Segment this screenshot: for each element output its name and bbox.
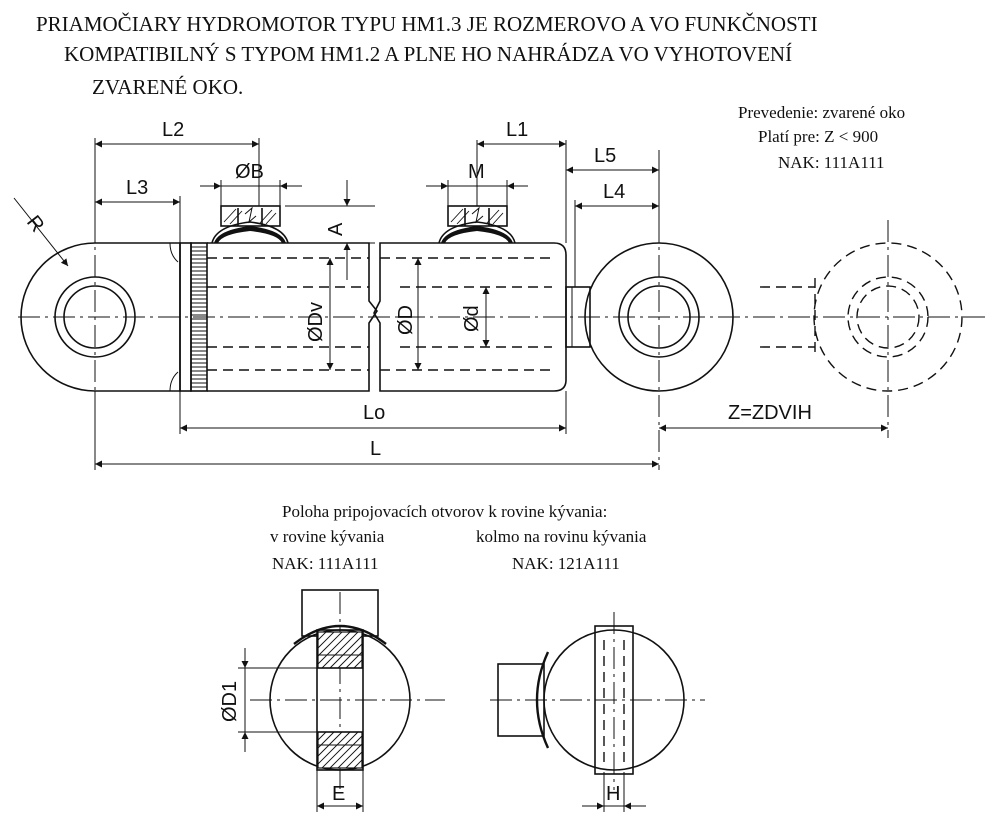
dim-D: ØD (395, 305, 417, 335)
dim-A: A (325, 222, 347, 236)
bushing-hatch-bottom (317, 731, 363, 769)
dim-M: M (468, 161, 485, 183)
rear-cap-knurl (190, 242, 208, 392)
rod-eye-bushing-inner (627, 285, 691, 349)
eye-view-in-plane: ØD1 E (219, 589, 445, 812)
hydraulic-port-right (438, 205, 516, 244)
info-line-3: NAK: 111A111 (778, 153, 885, 172)
dim-L4: L4 (603, 181, 625, 203)
barrel-right-part (373, 242, 567, 392)
dim-H: H (606, 783, 620, 805)
right-view-label: kolmo na rovinu kývania (476, 527, 647, 546)
left-eye-body (20, 242, 181, 392)
dim-Z: Z=ZDVIH (728, 402, 812, 424)
dim-L2: L2 (162, 119, 184, 141)
dim-L1: L1 (506, 119, 528, 141)
dim-L5: L5 (594, 145, 616, 167)
eye-view-perpendicular: H (490, 612, 705, 812)
radius-leader (13, 197, 69, 267)
bushing-hatch-top (317, 631, 363, 669)
info-line-1: Prevedenie: zvarené oko (738, 103, 905, 122)
dimensions-diameters: ØDv ØD Ød (305, 258, 490, 370)
bottom-heading: Poloha pripojovacích otvorov k rovine ký… (282, 502, 607, 521)
left-eye-weld-fillet-bottom (169, 371, 179, 392)
dim-d: Ød (461, 305, 483, 332)
right-view-code: NAK: 121A111 (512, 554, 620, 573)
dim-E: E (332, 783, 345, 805)
left-view-code: NAK: 111A111 (272, 554, 379, 573)
dimensions-bottom: Lo L Z=ZDVIH (94, 391, 888, 470)
dim-D1: ØD1 (219, 681, 241, 722)
dimensions-top: L2 L3 ØB A M (94, 119, 660, 287)
hydraulic-port-left (211, 205, 289, 244)
left-eye-weld-fillet-top (169, 242, 179, 263)
left-eye-bushing-inner (63, 285, 127, 349)
left-view-label: v rovine kývania (270, 527, 385, 546)
extended-eye-phantom (760, 220, 963, 438)
title-line-1: PRIAMOČIARY HYDROMOTOR TYPU HM1.3 JE ROZ… (36, 12, 818, 36)
dim-L3: L3 (126, 177, 148, 199)
info-line-2: Platí pre: Z < 900 (758, 127, 878, 146)
dim-L: L (370, 438, 381, 460)
dim-Lo: Lo (363, 402, 385, 424)
knurl-pattern (191, 246, 207, 388)
title-line-2: KOMPATIBILNÝ S TYPOM HM1.2 A PLNE HO NAH… (64, 42, 792, 66)
title-line-3: ZVARENÉ OKO. (92, 75, 243, 99)
dim-Dv: ØDv (305, 302, 327, 342)
cylinder-side-view: R (13, 119, 985, 470)
piston-rod (565, 286, 591, 348)
dim-B: ØB (235, 161, 264, 183)
dim-R: R (22, 212, 48, 237)
